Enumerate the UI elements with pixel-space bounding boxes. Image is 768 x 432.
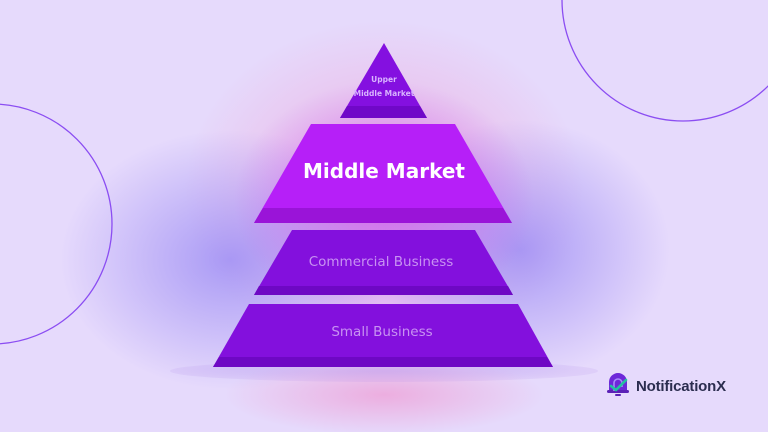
decorative-circle-top-right bbox=[561, 0, 768, 122]
tier-commercial-business-label: Commercial Business bbox=[308, 254, 454, 270]
tier-upper-middle-market[interactable] bbox=[340, 43, 427, 118]
decorative-circle-left bbox=[0, 103, 113, 345]
brand-logo: NotificationX bbox=[606, 371, 726, 401]
tier-small-business-label: Small Business bbox=[331, 324, 433, 340]
tier-small-business[interactable] bbox=[213, 304, 553, 367]
tier-upper-line1: Upper bbox=[371, 75, 397, 84]
brand-name: NotificationX bbox=[636, 377, 726, 395]
tier-middle-market-label: Middle Market bbox=[303, 159, 465, 183]
tier-middle-market[interactable] bbox=[254, 124, 512, 223]
tier-upper-middle-market-label: Upper Middle Market bbox=[354, 73, 415, 101]
bell-check-icon bbox=[606, 371, 630, 401]
tier-commercial-business[interactable] bbox=[254, 230, 513, 295]
tier-upper-line2: Middle Market bbox=[353, 89, 415, 98]
